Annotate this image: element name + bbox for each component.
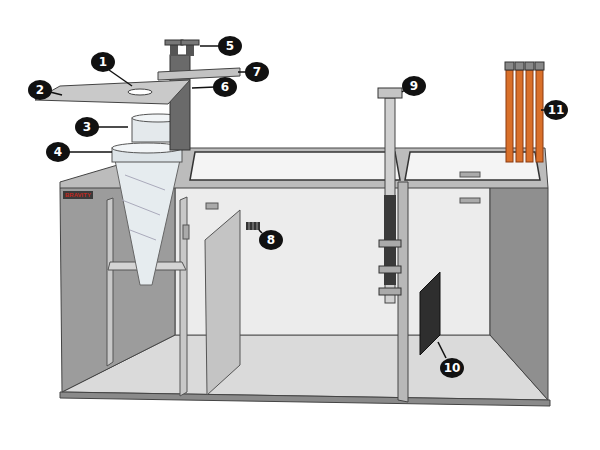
right-wall (490, 155, 548, 400)
bracket (183, 225, 189, 239)
filter-block (420, 272, 440, 355)
base-plate (60, 392, 550, 406)
return-pipe (378, 88, 402, 303)
leader-lines (50, 46, 545, 358)
callout-number: 5 (218, 36, 242, 56)
callout-number: 6 (213, 77, 237, 97)
callout-number: 11 (544, 100, 568, 120)
middle-opening (190, 152, 400, 180)
callout-number: 1 (91, 52, 115, 72)
callout-number: 7 (245, 62, 269, 82)
filter-sponge (246, 222, 260, 230)
callout-number: 10 (440, 358, 464, 378)
baffle (107, 198, 113, 366)
callout-number: 3 (75, 117, 99, 137)
brand-logo: BRAVITY (63, 191, 93, 199)
protein-skimmer (35, 40, 240, 285)
bracket (460, 198, 480, 203)
heaters (505, 62, 544, 162)
callout-number: 9 (402, 76, 426, 96)
callout-number: 2 (28, 80, 52, 100)
bracket (206, 203, 218, 209)
callout-number: 8 (259, 230, 283, 250)
baffle (205, 210, 240, 395)
bracket (460, 172, 480, 177)
callout-number: 4 (46, 142, 70, 162)
